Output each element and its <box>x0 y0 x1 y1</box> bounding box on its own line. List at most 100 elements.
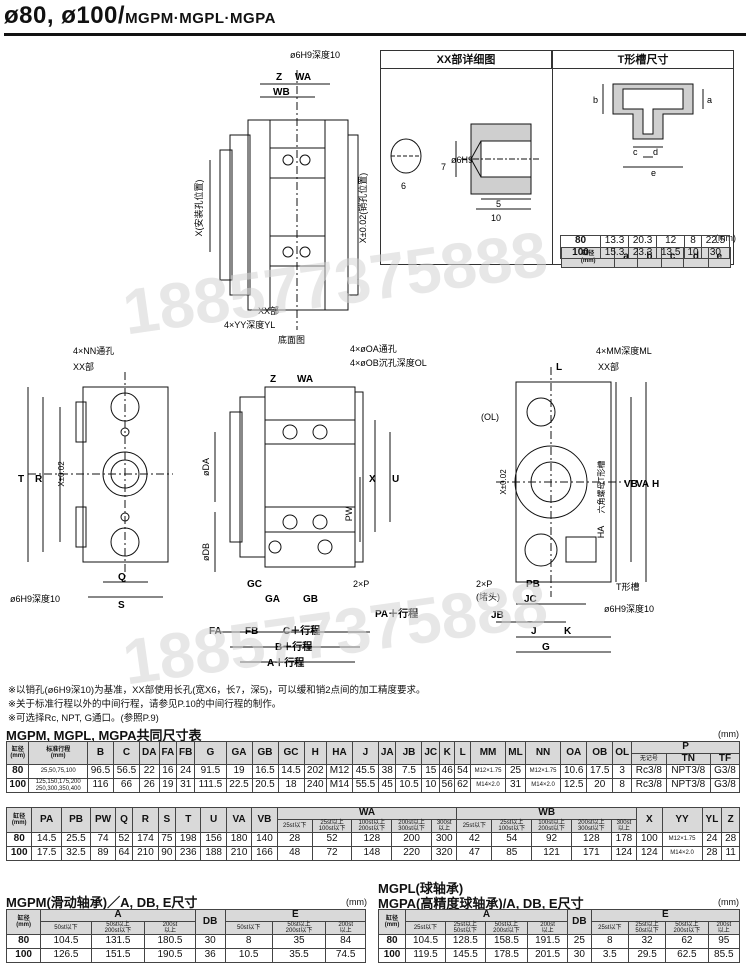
table-cell: 210 <box>132 846 159 862</box>
table-cell: M14 <box>325 778 353 793</box>
title-main: ø80, ø100/ <box>4 2 126 29</box>
table-cell: 151.5 <box>90 948 146 964</box>
label-right-13: JC <box>524 594 537 605</box>
table-cell: 80 <box>5 764 30 779</box>
table-cell: 100 <box>377 948 407 964</box>
table-cell: 180 <box>225 832 253 848</box>
table-header-cell: T <box>175 806 202 834</box>
table-header-cell: TN <box>665 752 711 765</box>
table-header-cell: L <box>454 741 471 765</box>
table-cell: 52 <box>311 832 353 848</box>
label-front-3: WA <box>297 374 313 385</box>
title-rule <box>4 33 746 36</box>
table-cell: 24 <box>701 832 723 848</box>
table-cell: NPT3/8 <box>665 778 711 793</box>
t-label-2: c <box>633 147 638 157</box>
table-header-cell: 300st 以上 <box>430 818 458 834</box>
table-cell: 16 <box>158 764 178 779</box>
table-cell: 19 <box>158 778 178 793</box>
table-header-cell: 200st 以上 <box>707 920 741 936</box>
table-cell: 128 <box>570 832 612 848</box>
table-cell: 92 <box>531 832 572 848</box>
table-header-cell: DA <box>138 741 160 765</box>
table-header-cell: 50st以上 200st以下 <box>90 920 146 936</box>
table-cell: 14.5 <box>277 764 305 779</box>
table-cell: 36 <box>194 948 226 964</box>
table-header-cell: 标准行程 (mm) <box>28 741 88 765</box>
table-header-cell: OA <box>560 741 588 765</box>
table-header-cell: OB <box>586 741 614 765</box>
table-cell: 100 <box>5 846 33 862</box>
t-label-3: d <box>653 147 658 157</box>
table-cell: 140 <box>251 832 278 848</box>
t-label-4: e <box>651 168 656 178</box>
table-cell: 29.5 <box>627 948 667 964</box>
label-top-3: WB <box>273 87 290 98</box>
label-front-6: U <box>392 474 399 485</box>
table-header-cell: ML <box>505 741 526 765</box>
table-cell: 116 <box>86 778 114 793</box>
table-cell: 62 <box>454 778 471 793</box>
table-header-cell: 200st 以上 <box>527 920 568 936</box>
label-left-0: 4×NN通孔 <box>73 346 114 356</box>
table-header-cell: U <box>200 806 227 834</box>
table-cell: 124 <box>610 846 638 862</box>
front-view-drawing: 4×øOA通孔 4×øOB沉孔深度OL Z WA øDA X U PW øDB … <box>201 344 427 669</box>
table-header-cell: X <box>636 806 663 834</box>
t-label-0: b <box>593 95 598 105</box>
table-cell: 3 <box>612 764 633 779</box>
table-header-cell: A <box>405 909 568 922</box>
table-cell: 46 <box>439 764 456 779</box>
note-0: ※以销孔(ø6H9深10)为基准，XX部使用长孔(宽X6，长7，深5)，可以缓和… <box>8 685 426 696</box>
table-cell: 178 <box>610 832 638 848</box>
table-cell: 96.5 <box>86 764 114 779</box>
label-front-18: A＋行程 <box>267 656 304 669</box>
table-cell: 166 <box>251 846 278 862</box>
label-top-2: WA <box>295 72 311 83</box>
right-view-drawing: 4×MM深度ML XX部 L (OL) X±0.02 VB VA H HA 六角… <box>476 345 659 653</box>
table-cell: 126.5 <box>40 948 92 964</box>
t-label-1: a <box>707 95 712 105</box>
table-header-cell: Q <box>114 806 134 834</box>
table-cell: 174 <box>132 832 159 848</box>
table-cell: 62.5 <box>665 948 709 964</box>
table-header-cell: H <box>303 741 327 765</box>
table-cell: 48 <box>276 846 313 862</box>
table-cell: 28 <box>721 832 740 848</box>
table-cell: 119.5 <box>405 948 446 964</box>
table-header-cell: JA <box>377 741 397 765</box>
label-left-7: ø6H9深度10 <box>10 593 60 604</box>
table-header-cell: PW <box>90 806 116 834</box>
table-cell: 66 <box>112 778 140 793</box>
table-header-cell: HA <box>325 741 353 765</box>
table-cell: 22 <box>138 764 160 779</box>
table-header-cell: 100st以上 200st以下 <box>351 818 393 834</box>
label-left-4: X±0.02 <box>57 461 66 487</box>
label-front-17: B＋行程 <box>275 640 312 653</box>
table-header-cell: G <box>194 741 227 765</box>
label-right-8: HA <box>596 526 606 539</box>
table-header-cell: 200st以上 300st以下 <box>570 818 612 834</box>
table-cell: 8 <box>612 778 633 793</box>
table-header-cell: 25st以上 100st以下 <box>491 818 533 834</box>
table-header-cell: 25st以下 <box>590 920 629 936</box>
table-cell: 31 <box>505 778 526 793</box>
label-right-15: J <box>531 626 537 637</box>
table-cell: 91.5 <box>194 764 227 779</box>
table-cell: 19 <box>225 764 253 779</box>
label-right-9: 六角螺母T形槽 <box>596 461 606 514</box>
label-left-2: T <box>18 474 24 485</box>
table-header-cell: 25st以上 50st以下 <box>627 920 667 936</box>
table-cell: Rc3/8 <box>631 764 667 779</box>
table-cell: 156 <box>200 832 227 848</box>
table-cell: 10.5 <box>395 778 423 793</box>
label-front-11: GB <box>303 594 318 605</box>
table-header-cell: MM <box>469 741 507 765</box>
label-left-5: Q <box>118 572 126 583</box>
table-cell: G3/8 <box>709 764 741 779</box>
